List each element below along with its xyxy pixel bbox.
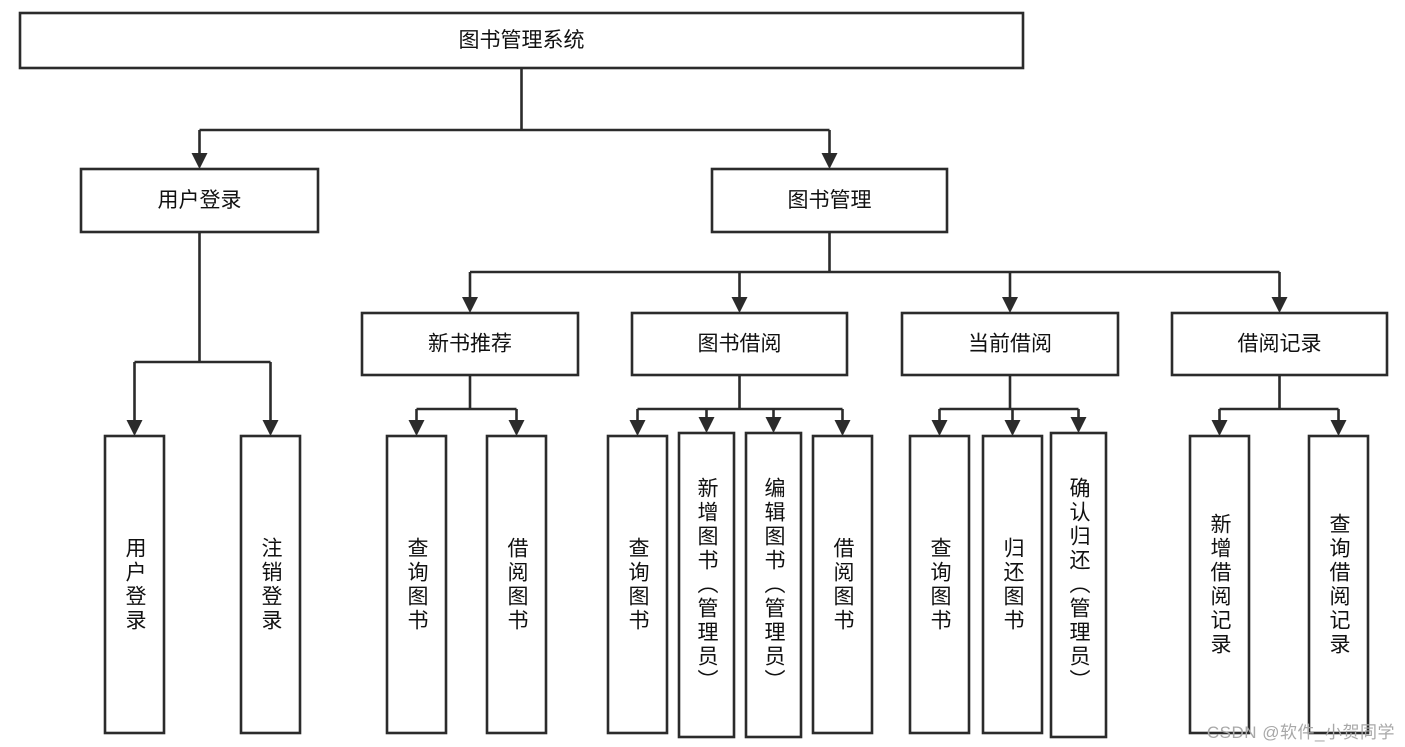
node-leaf-box-leaf-user-login[interactable]: [103, 434, 166, 735]
arrow-head-icon: [462, 297, 478, 313]
arrow-head-icon: [1211, 420, 1228, 436]
arrow-head-icon: [1004, 420, 1021, 436]
arrow-head-icon: [931, 420, 948, 436]
arrow-head-icon: [834, 420, 851, 436]
arrow-head-icon: [731, 297, 748, 313]
node-l3-label-current-borrow: 当前借阅: [968, 333, 1052, 356]
node-root-box[interactable]: [18, 11, 1025, 70]
node-leaf-box-leaf-return-book[interactable]: [981, 434, 1044, 735]
node-leaf-box-leaf-query-book-3[interactable]: [908, 434, 971, 735]
node-leaf-box-leaf-add-book-admin[interactable]: [677, 431, 736, 739]
node-l3-box-borrow-record[interactable]: [1170, 311, 1389, 377]
arrow-head-icon: [1002, 297, 1018, 313]
node-l3-label-book-borrow: 图书借阅: [698, 333, 782, 356]
arrow-head-icon: [191, 153, 208, 169]
node-root-label: 图书管理系统: [459, 29, 585, 52]
node-leaf-box-leaf-confirm-return-admin[interactable]: [1049, 431, 1108, 739]
node-l3-label-new-book-recommend: 新书推荐: [428, 333, 512, 356]
node-box-layer: [18, 11, 1389, 739]
arrow-head-icon: [126, 420, 143, 436]
node-l2-label-user-login: 用户登录: [158, 189, 242, 212]
node-leaf-box-leaf-query-book-1[interactable]: [385, 434, 448, 735]
arrow-head-icon: [821, 153, 838, 169]
arrow-head-icon: [508, 420, 525, 436]
arrow-head-icon: [1070, 417, 1087, 433]
node-leaf-box-leaf-add-borrow-record[interactable]: [1188, 434, 1251, 735]
node-leaf-box-leaf-borrow-book-1[interactable]: [485, 434, 548, 735]
arrow-head-icon: [765, 417, 782, 433]
node-l2-box-book-management[interactable]: [710, 167, 949, 234]
node-l3-label-borrow-record: 借阅记录: [1238, 333, 1322, 356]
arrow-head-icon: [262, 420, 279, 436]
node-l2-label-book-management: 图书管理: [788, 189, 872, 212]
node-leaf-box-leaf-query-borrow-record[interactable]: [1307, 434, 1370, 735]
node-l3-box-current-borrow[interactable]: [900, 311, 1120, 377]
arrow-head-icon: [408, 420, 425, 436]
watermark-text: CSDN @软件_小贺同学: [1206, 723, 1395, 742]
node-leaf-box-leaf-edit-book-admin[interactable]: [744, 431, 803, 739]
arrow-head-icon: [1271, 297, 1288, 313]
arrow-head-icon: [698, 417, 715, 433]
node-l2-box-user-login[interactable]: [79, 167, 320, 234]
node-leaf-box-leaf-borrow-book-2[interactable]: [811, 434, 874, 735]
node-l3-box-book-borrow[interactable]: [630, 311, 849, 377]
node-leaf-box-leaf-logout-login[interactable]: [239, 434, 302, 735]
node-l3-box-new-book-recommend[interactable]: [360, 311, 580, 377]
connector-layer: [126, 68, 1347, 436]
arrow-head-icon: [1330, 420, 1347, 436]
arrow-head-icon: [629, 420, 646, 436]
node-leaf-box-leaf-query-book-2[interactable]: [606, 434, 669, 735]
